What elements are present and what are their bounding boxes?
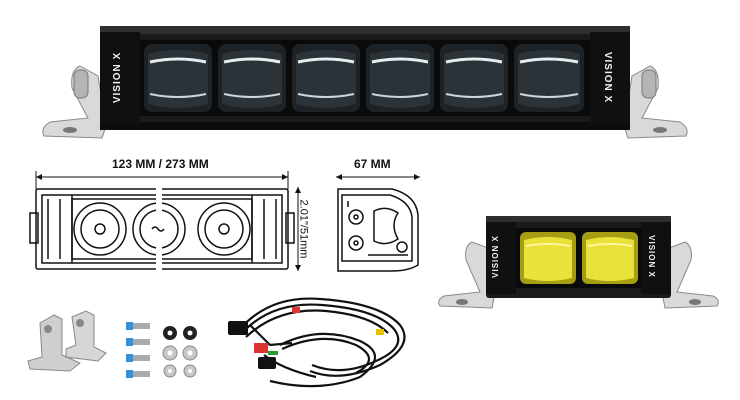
- small-left-bracket: [438, 241, 495, 309]
- relay-icon: [228, 321, 248, 335]
- switch-icon: [258, 357, 276, 369]
- light-bar-small-yellow: VISION X VISION X: [436, 212, 721, 312]
- small-brand-logo-left: VISION X: [490, 235, 500, 278]
- hardware-washers: [162, 326, 198, 378]
- light-bar-large: VISION X VISION X: [40, 18, 690, 143]
- hardware-bolts: [126, 322, 150, 378]
- small-brand-logo-right: VISION X: [646, 235, 656, 278]
- fuse-holder-icon: [254, 343, 268, 353]
- lens-row: [144, 44, 584, 112]
- mount-bracket-pair: [27, 310, 107, 372]
- small-right-bracket: [662, 241, 719, 309]
- light-bar-small-graphic: [438, 216, 719, 309]
- depth-dimension-label: 67 MM: [354, 157, 391, 171]
- left-mount-bracket: [42, 65, 107, 139]
- front-dimension-drawing: 123 MM / 273 MM: [20, 155, 330, 280]
- light-bar-large-graphic: [42, 26, 688, 139]
- yellow-lens-row: [520, 232, 638, 284]
- accessories-row: [20, 285, 440, 395]
- accessories-graphic: [27, 297, 406, 388]
- front-drawing-graphic: [29, 171, 301, 275]
- side-drawing-graphic: [336, 174, 420, 272]
- height-dimension-label: 2.01"/51mm: [297, 199, 310, 259]
- side-dimension-drawing: 67 MM: [328, 155, 428, 280]
- brand-logo-left: VISION X: [112, 51, 124, 104]
- brand-logo-right: VISION X: [602, 51, 614, 104]
- wiring-harness: [239, 297, 406, 388]
- right-mount-bracket: [623, 65, 688, 139]
- length-dimension-label: 123 MM / 273 MM: [112, 157, 209, 171]
